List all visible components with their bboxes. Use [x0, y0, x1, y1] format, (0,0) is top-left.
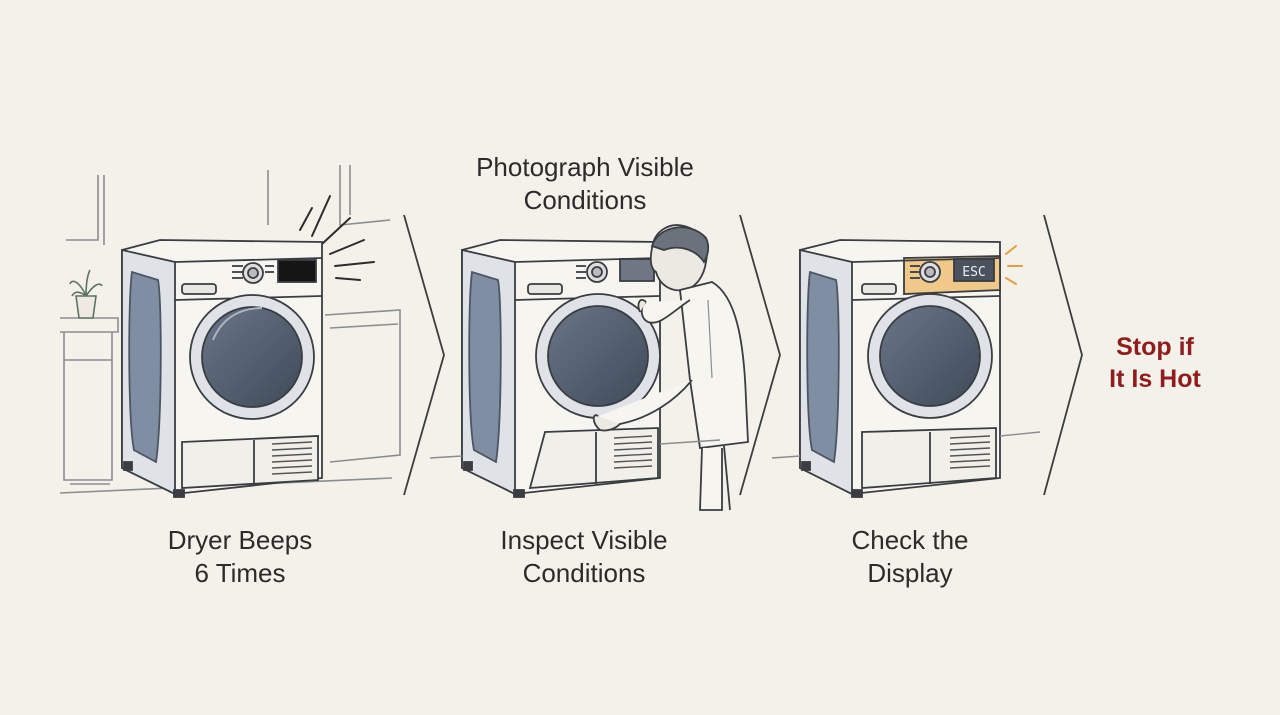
step-1-label: Dryer Beeps 6 Times — [120, 524, 360, 590]
top-note-label: Photograph Visible Conditions — [445, 151, 725, 217]
step-3-line1: Check the — [851, 525, 969, 555]
person-icon — [592, 224, 749, 511]
chevron-arrow-icon — [1043, 214, 1083, 496]
chevron-arrow-icon — [403, 214, 445, 496]
step-1-line1: Dryer Beeps — [167, 525, 313, 555]
step-1-line2: 6 Times — [194, 558, 286, 588]
display-readout: ESC — [962, 265, 985, 280]
final-step-line1: Stop if — [1116, 333, 1194, 361]
top-note-line2: Conditions — [523, 185, 647, 215]
step-2-line1: Inspect Visible — [500, 525, 668, 555]
alert-lines-icon — [299, 195, 375, 281]
top-note-line1: Photograph Visible — [476, 152, 694, 182]
step-3-line2: Display — [867, 558, 953, 588]
floor-lines — [429, 431, 1041, 459]
final-step-label: Stop if It Is Hot — [1085, 331, 1225, 395]
alert-lines-icon — [1005, 245, 1023, 285]
step-3-label: Check the Display — [790, 524, 1030, 590]
chevron-arrow-icon — [739, 214, 781, 496]
step-2-label: Inspect Visible Conditions — [464, 524, 704, 590]
dryer-icon — [799, 239, 1001, 498]
dryer-icon — [461, 239, 661, 498]
step-2-line2: Conditions — [522, 558, 646, 588]
dryer-icon — [121, 239, 323, 498]
plant-icon — [69, 269, 103, 319]
final-step-line2: It Is Hot — [1109, 365, 1201, 393]
